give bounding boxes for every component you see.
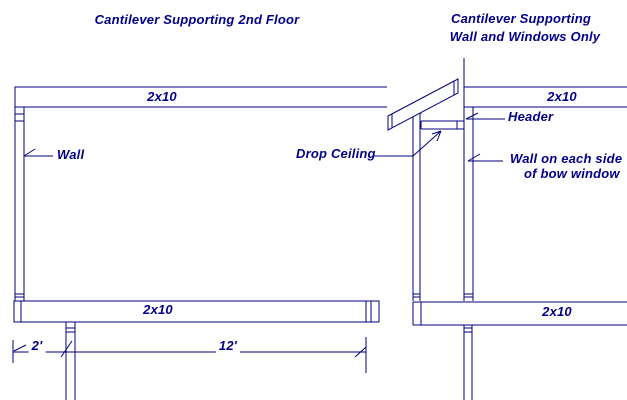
left-bottom-beam-label: 2x10 bbox=[143, 302, 173, 317]
left-top-beam-label: 2x10 bbox=[147, 89, 177, 104]
drop-ceiling-label: Drop Ceiling bbox=[296, 146, 376, 161]
dimension-line bbox=[12, 337, 367, 373]
rafter-end-cuts bbox=[391, 81, 455, 128]
left-diagram-title: Cantilever Supporting 2nd Floor bbox=[94, 12, 300, 27]
right-diagram-title-line1: Cantilever Supporting bbox=[451, 11, 591, 26]
right-bottom-beam-label: 2x10 bbox=[542, 304, 572, 319]
dim-right-slash bbox=[354, 346, 367, 358]
wall-label: Wall bbox=[57, 147, 85, 162]
left-wall-studs bbox=[14, 107, 25, 301]
header-label: Header bbox=[508, 109, 554, 124]
drop-ceiling-arrow bbox=[412, 130, 442, 157]
wall-arrowhead bbox=[23, 148, 36, 157]
left-top-beam bbox=[14, 86, 387, 108]
left-foundation-post bbox=[65, 322, 76, 400]
right-top-beam-label: 2x10 bbox=[547, 89, 577, 104]
header-arrowhead bbox=[465, 112, 479, 120]
dim-left-tick-mark bbox=[13, 344, 27, 352]
right-diagram-linework bbox=[374, 58, 627, 400]
drop-ceiling-post bbox=[412, 113, 421, 301]
bow-window-side-wall bbox=[464, 107, 474, 301]
bow-wall-arrowhead bbox=[467, 153, 481, 162]
right-top-beam bbox=[464, 86, 627, 108]
bow-window-wall-label-line2: of bow window bbox=[524, 166, 620, 181]
dim-post-slash bbox=[60, 340, 73, 358]
bow-window-wall-label-line1: Wall on each side bbox=[510, 151, 623, 166]
right-bottom-beam bbox=[412, 301, 627, 326]
left-bottom-beam bbox=[13, 300, 380, 323]
left-diagram-linework bbox=[12, 86, 387, 400]
header-beam bbox=[420, 120, 464, 130]
right-foundation-post bbox=[463, 325, 473, 400]
dimension-span-label: 12' bbox=[215, 339, 241, 353]
roof-rafter bbox=[387, 78, 459, 131]
right-diagram-title-line2: Wall and Windows Only bbox=[449, 29, 601, 44]
dimension-cantilever-label: 2' bbox=[28, 339, 46, 353]
